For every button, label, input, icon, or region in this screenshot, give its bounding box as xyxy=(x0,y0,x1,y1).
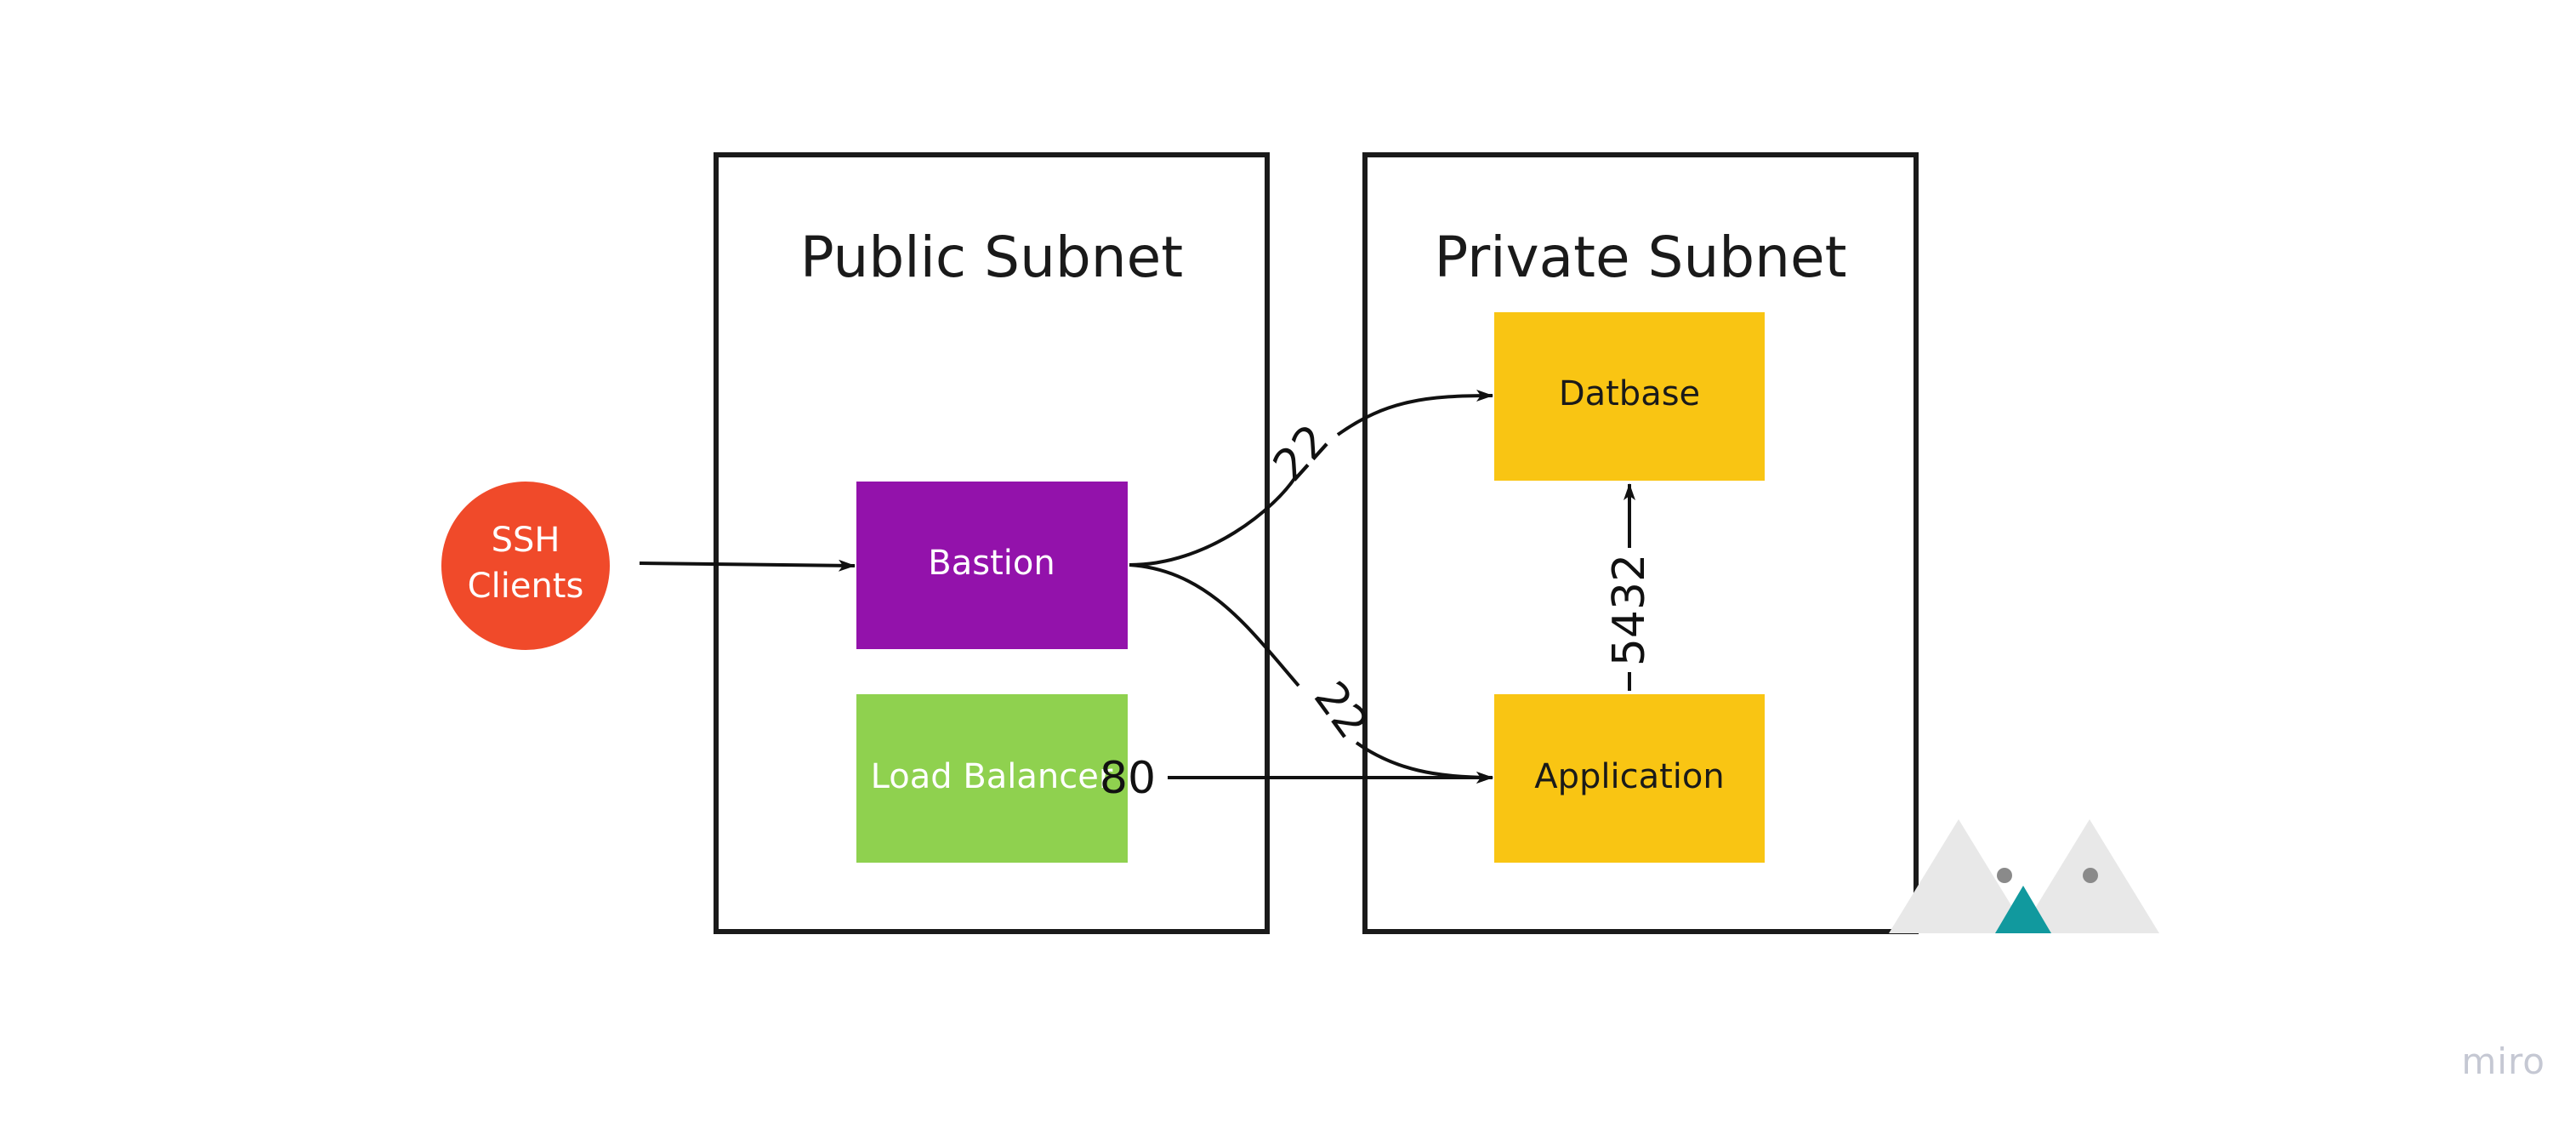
edge-label-lb-application: 80 xyxy=(1100,753,1156,804)
load-balancer-label: Load Balancer xyxy=(871,757,1113,796)
database-label: Datbase xyxy=(1559,374,1700,413)
database-node[interactable]: Datbase xyxy=(1494,312,1765,481)
public-subnet[interactable]: Public Subnet xyxy=(714,152,1270,934)
miro-mascot-icon xyxy=(1889,819,2159,933)
edge-label-bastion-database: 22 xyxy=(1264,415,1339,491)
ssh-clients-node[interactable]: SSH Clients xyxy=(441,482,610,650)
private-subnet[interactable]: Private Subnet xyxy=(1362,152,1919,934)
ssh-clients-circle xyxy=(441,482,610,650)
load-balancer-node[interactable]: Load Balancer xyxy=(856,694,1128,863)
public-subnet-title: Public Subnet xyxy=(800,225,1183,290)
application-label: Application xyxy=(1534,757,1725,796)
application-node[interactable]: Application xyxy=(1494,694,1765,863)
ssh-clients-label-line2: Clients xyxy=(468,567,584,606)
application-box xyxy=(1494,694,1765,863)
load-balancer-box xyxy=(856,694,1128,863)
miro-watermark: miro xyxy=(2461,1040,2545,1082)
edge-ssh-to-bastion[interactable] xyxy=(639,559,856,572)
edge-bastion-to-database[interactable] xyxy=(1129,396,1493,567)
private-subnet-title: Private Subnet xyxy=(1434,225,1846,290)
database-box xyxy=(1494,312,1765,481)
edge-label-application-database: 5432 xyxy=(1604,554,1655,666)
bastion-box xyxy=(856,482,1128,649)
edge-bastion-to-application[interactable] xyxy=(1129,563,1493,778)
bastion-node[interactable]: Bastion xyxy=(856,482,1128,649)
ssh-clients-label-line1: SSH xyxy=(492,521,560,560)
bastion-label: Bastion xyxy=(928,544,1055,583)
